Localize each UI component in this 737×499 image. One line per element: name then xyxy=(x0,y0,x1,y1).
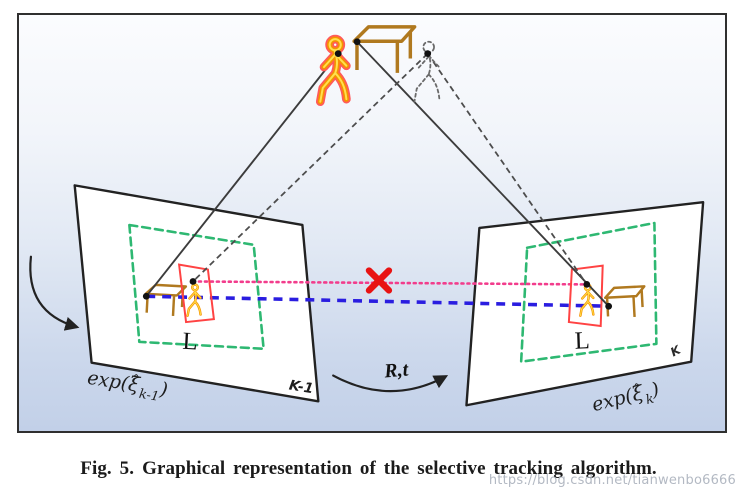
figure-caption-number: Fig. 5. xyxy=(80,458,135,479)
projection-rays-dashed xyxy=(192,52,588,285)
search-region-right xyxy=(519,221,658,363)
feature-points xyxy=(142,38,613,310)
point-right-bbox xyxy=(583,281,591,288)
correspondence-line-blue xyxy=(146,294,609,308)
figure-caption: Fig. 5. Graphical representation of the s… xyxy=(0,458,737,480)
transform-arrow-icon xyxy=(332,374,449,393)
search-regions xyxy=(128,221,658,363)
person-bbox-right xyxy=(567,264,604,328)
projection-rays-solid xyxy=(145,41,610,307)
camera-motion-arrow-left-icon xyxy=(29,255,80,331)
point-ghost xyxy=(424,50,432,57)
figure-frame: exp(ξ^k-1) exp(ξ^k) K-1 K R,t L L xyxy=(17,13,727,433)
point-left-plane xyxy=(142,292,150,300)
person-figure-top xyxy=(320,39,346,102)
label-transform-rt: R,t xyxy=(382,359,409,383)
label-exp-right: exp(ξ^k) xyxy=(589,376,663,421)
tracking-diagram: exp(ξ^k-1) exp(ξ^k) K-1 K R,t L L xyxy=(29,25,705,421)
ray-table-to-right-plane xyxy=(356,41,610,307)
point-table xyxy=(353,38,361,46)
label-window-right: L xyxy=(574,327,590,354)
watermark-url: https://blog.csdn.net/tianwenbo6666 xyxy=(488,473,736,488)
search-region-left xyxy=(128,223,265,351)
ray-ghost-to-right-plane xyxy=(426,53,588,285)
motion-arrows xyxy=(29,255,449,393)
correspondence-line-pink xyxy=(191,280,589,286)
label-window-left: L xyxy=(182,328,199,356)
person-bbox-left xyxy=(177,263,216,324)
ray-ghost-to-left-plane xyxy=(192,52,429,283)
table-icon-top xyxy=(352,25,417,75)
label-exp-left: exp(ξ^k-1) xyxy=(85,365,170,406)
rejection-cross-icon xyxy=(365,267,393,294)
point-right-table xyxy=(605,302,613,310)
label-frame-k-minus-1: K-1 xyxy=(288,378,315,398)
person-bboxes xyxy=(177,263,604,328)
point-person xyxy=(334,50,342,57)
ray-person-to-left-plane xyxy=(145,53,339,297)
figure-caption-text: Graphical representation of the selectiv… xyxy=(142,458,657,479)
point-left-bbox xyxy=(189,278,197,285)
